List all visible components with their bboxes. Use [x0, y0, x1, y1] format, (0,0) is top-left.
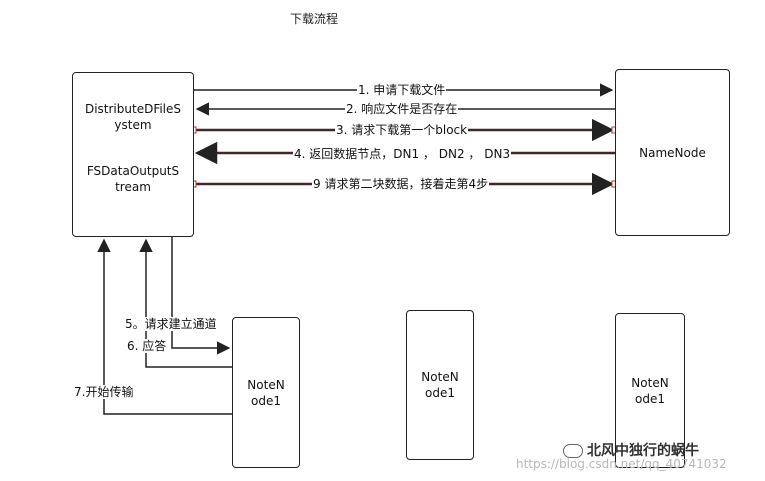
datanode-1-label: NoteN ode1	[247, 377, 285, 408]
page-title: 下载流程	[290, 12, 339, 26]
datanode-2[interactable]: NoteN ode1	[406, 310, 474, 460]
arrow-7-label: 7.开始传输	[73, 385, 135, 399]
namenode-label: NameNode	[639, 145, 706, 160]
client-label-filesystem: DistributeDFileS ystem	[84, 102, 182, 132]
datanode-3-label: NoteN ode1	[631, 375, 669, 406]
wechat-icon	[563, 444, 583, 458]
arrow-5-label: 5。请求建立通道	[124, 317, 218, 331]
client-node[interactable]: DistributeDFileS ystem FSDataOutputS tre…	[72, 72, 194, 237]
watermark-url: https://blog.csdn.net/qq_40741032	[516, 457, 727, 471]
arrow-2-label: 2. 响应文件是否存在	[345, 102, 459, 116]
datanode-3[interactable]: NoteN ode1	[615, 313, 685, 468]
datanode-1[interactable]: NoteN ode1	[232, 317, 300, 468]
watermark-author: 北风中独行的蜗牛	[563, 440, 699, 460]
arrow-6-line	[139, 238, 232, 368]
arrow-5-line	[171, 237, 231, 355]
arrow-3-label: 3. 请求下载第一个block	[335, 123, 469, 137]
client-label-stream: FSDataOutputS tream	[86, 164, 180, 194]
datanode-2-label: NoteN ode1	[421, 370, 459, 400]
arrow-1-label: 1. 申请下载文件	[357, 83, 447, 97]
arrow-7-line	[97, 238, 232, 415]
arrow-6-label: 6. 应答	[126, 339, 168, 353]
watermark-name: 北风中独行的蜗牛	[587, 443, 699, 459]
namenode-node[interactable]: NameNode	[615, 69, 730, 236]
arrow-9-label: 9 请求第二块数据，接着走第4步	[312, 177, 490, 191]
arrow-4-label: 4. 返回数据节点，DN1 ， DN2 ， DN3	[293, 147, 512, 161]
